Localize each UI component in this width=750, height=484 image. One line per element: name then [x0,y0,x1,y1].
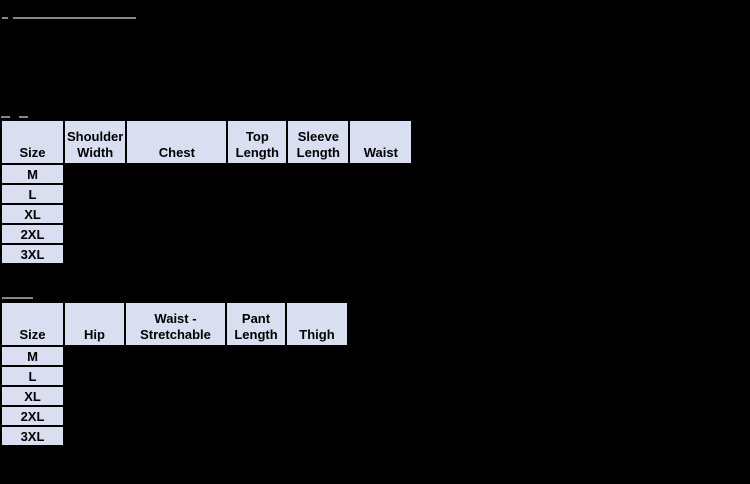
bottom-size-chart-table: Size Hip Waist - Stretchable Pant Length… [0,301,349,447]
table-row: M [0,163,414,185]
size-label-cell: 2XL [0,223,65,245]
measurement-cell [286,183,351,205]
measurement-cell [63,385,126,407]
table-row: 3XL [0,425,349,447]
measurement-cell [225,405,287,427]
top-size-chart-table: Size Shoulder Width Chest Top Length Sle… [0,119,414,265]
measurement-cell [125,203,229,225]
bottom-chart-label-underline [2,297,33,299]
measurement-cell [125,223,229,245]
size-label-cell: XL [0,203,65,225]
column-header-pant-length: Pant Length [225,301,287,347]
measurement-cell [62,183,128,205]
measurement-cell [225,345,287,367]
measurement-cell [226,163,289,185]
measurement-cell [62,243,128,265]
size-label-cell: M [0,163,65,185]
measurement-cell [286,243,351,265]
size-label-cell: 2XL [0,405,65,427]
top-chart-label-underline-a [1,116,10,118]
size-label-cell: 3XL [0,425,65,447]
measurement-cell [124,405,227,427]
measurement-cell [286,223,351,245]
measurement-cell [62,203,128,225]
column-header-waist: Waist [348,119,414,165]
measurement-cell [285,425,349,447]
column-header-thigh: Thigh [285,301,349,347]
measurement-cell [124,425,227,447]
measurement-cell [226,183,289,205]
column-header-shoulder-width: Shoulder Width [62,119,128,165]
table-row: 2XL [0,405,349,427]
column-header-size: Size [0,301,65,347]
measurement-cell [225,365,287,387]
measurement-cell [226,203,289,225]
title-underline-long [13,17,136,19]
column-header-waist-stretchable: Waist - Stretchable [124,301,227,347]
size-label-cell: L [0,365,65,387]
table-row: L [0,365,349,387]
measurement-cell [63,365,126,387]
table-header-row: Size Shoulder Width Chest Top Length Sle… [0,119,414,165]
size-label-cell: L [0,183,65,205]
measurement-cell [348,203,414,225]
size-label-cell: XL [0,385,65,407]
table-row: M [0,345,349,367]
column-header-size: Size [0,119,65,165]
column-header-sleeve-length: Sleeve Length [286,119,351,165]
measurement-cell [348,223,414,245]
table-row: 2XL [0,223,414,245]
measurement-cell [125,163,229,185]
table-row: XL [0,203,414,225]
measurement-cell [286,203,351,225]
top-chart-label-underline-b [19,116,28,118]
measurement-cell [125,183,229,205]
title-underline-short [2,17,8,19]
measurement-cell [124,365,227,387]
measurement-cell [63,405,126,427]
measurement-cell [63,345,126,367]
measurement-cell [63,425,126,447]
table-row: L [0,183,414,205]
measurement-cell [348,183,414,205]
measurement-cell [125,243,229,265]
measurement-cell [286,163,351,185]
measurement-cell [285,365,349,387]
column-header-chest: Chest [125,119,229,165]
measurement-cell [62,223,128,245]
size-label-cell: M [0,345,65,367]
measurement-cell [225,425,287,447]
measurement-cell [225,385,287,407]
measurement-cell [124,385,227,407]
measurement-cell [62,163,128,185]
measurement-cell [124,345,227,367]
size-label-cell: 3XL [0,243,65,265]
table-row: 3XL [0,243,414,265]
table-row: XL [0,385,349,407]
measurement-cell [285,385,349,407]
column-header-top-length: Top Length [226,119,289,165]
measurement-cell [348,163,414,185]
measurement-cell [285,405,349,427]
measurement-cell [285,345,349,367]
measurement-cell [226,223,289,245]
measurement-cell [226,243,289,265]
measurement-cell [348,243,414,265]
column-header-hip: Hip [63,301,126,347]
table-header-row: Size Hip Waist - Stretchable Pant Length… [0,301,349,347]
